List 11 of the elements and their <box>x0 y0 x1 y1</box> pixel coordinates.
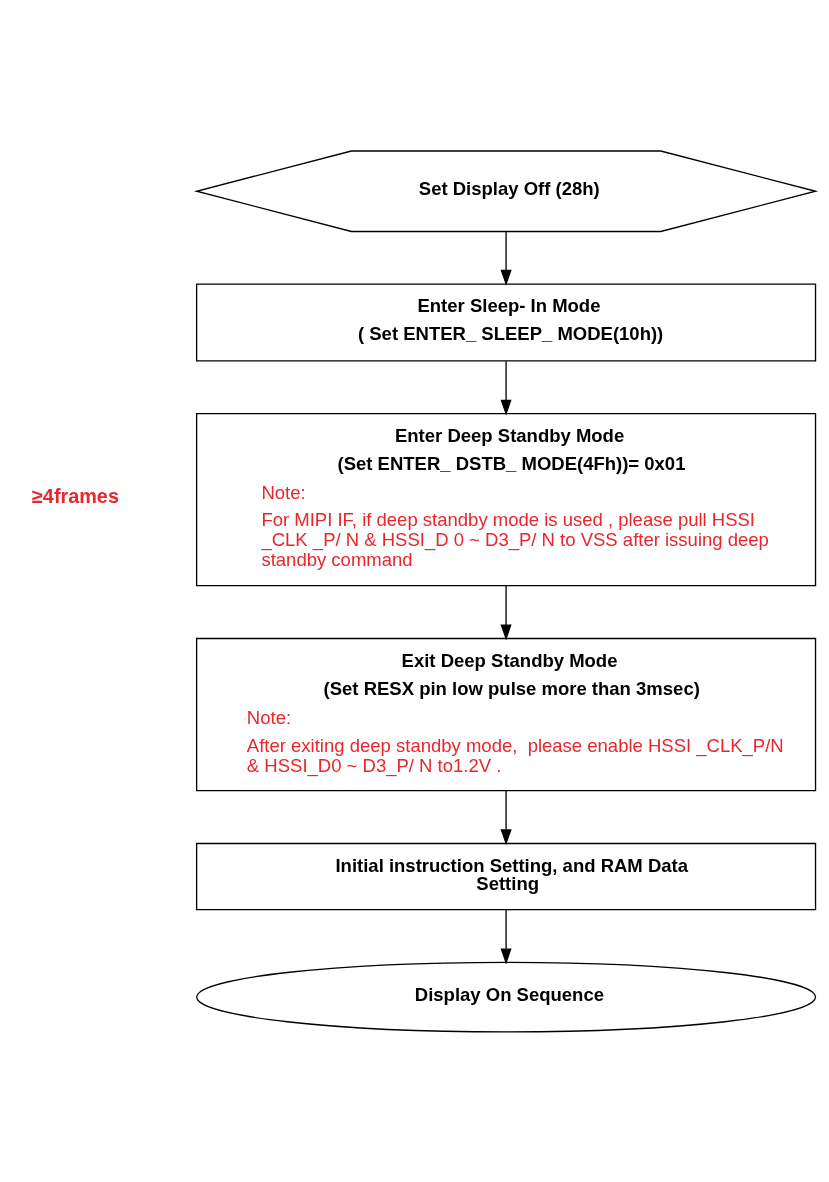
node-box: Exit Deep Standby Mode (Set RESX pin low pulse more than 3msec) Note: After exiting deep standby mode, please enable HSSI _CLK_P/N & HSSI_D0 ~ D3_P/ N to1.2V . <box>195 637 817 791</box>
arrow <box>500 360 512 416</box>
node-ellipse: Display On Sequence <box>195 961 817 1033</box>
node-box: Enter Sleep- In Mode ( Set ENTER_ SLEEP_ MODE(10h)) <box>195 282 817 361</box>
node-box: Enter Deep Standby Mode (Set ENTER_ DSTB_ MODE(4Fh))= 0x01 Note: For MIPI IF, if deep standby mode is used , please pull HSSI _CLK _P/ N & HSSI_D 0 ~ D3_P/ N to VSS after issuing deep standby command <box>195 412 817 586</box>
arrow <box>500 584 512 640</box>
label: ≥4frames <box>31 484 119 507</box>
arrow <box>500 908 512 964</box>
node-box: Initial instruction Setting, and RAM Data Setting <box>195 842 817 910</box>
arrow <box>500 789 512 845</box>
arrow <box>500 230 512 286</box>
